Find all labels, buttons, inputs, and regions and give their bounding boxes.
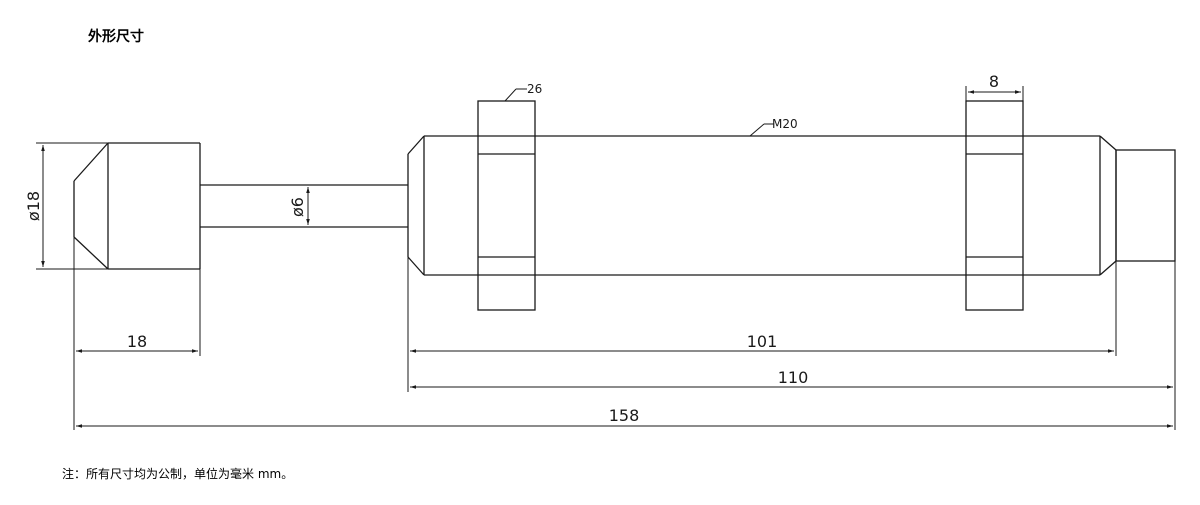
dim-label-rod-diameter: ø6 xyxy=(288,197,307,217)
dim-rod-diameter: ø6 xyxy=(288,187,310,225)
dim-head-diameter: ø18 xyxy=(24,142,108,270)
dim-head-length: 18 xyxy=(73,237,201,430)
piston-head xyxy=(73,142,201,270)
dim-label-nut-thickness: 8 xyxy=(989,72,999,91)
dim-body-length: 101 xyxy=(407,257,1117,392)
nut-left xyxy=(477,100,536,311)
dim-label-head-length: 18 xyxy=(127,332,147,351)
dim-thread: M20 xyxy=(749,117,798,137)
cylinder-body xyxy=(407,135,1176,276)
section-title: 外形尺寸 xyxy=(88,29,144,45)
nut-right xyxy=(965,100,1024,311)
dim-label-body-length: 101 xyxy=(747,332,778,351)
dim-label-body-total-length: 110 xyxy=(778,368,809,387)
dim-body-total-length: 110 xyxy=(410,261,1176,430)
units-note: 注：所有尺寸均为公制，单位为毫米 mm。 xyxy=(62,467,294,481)
dim-label-nut-width: 26 xyxy=(527,82,542,96)
dim-label-overall-length: 158 xyxy=(609,406,640,425)
dim-overall-length: 158 xyxy=(76,406,1173,428)
piston-rod xyxy=(200,184,408,228)
dim-nut-thickness: 8 xyxy=(965,72,1024,101)
dim-label-head-diameter: ø18 xyxy=(24,191,43,221)
dim-nut-width: 26 xyxy=(504,82,542,102)
dim-label-thread: M20 xyxy=(772,117,798,131)
